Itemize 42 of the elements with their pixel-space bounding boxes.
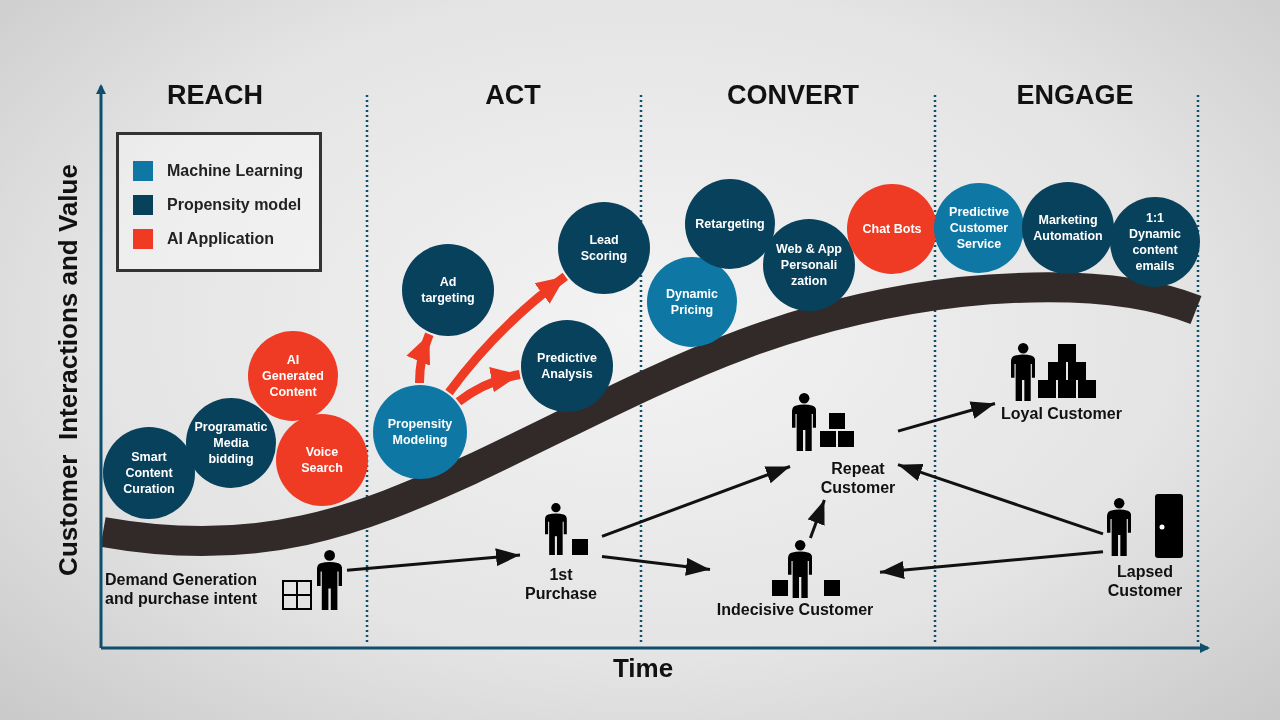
arrow (445, 272, 568, 396)
legend-label: Machine Learning (167, 161, 304, 181)
stage-label: Loyal Customer (1000, 404, 1123, 423)
circle-label: Voice Search (300, 444, 344, 476)
stage-label: Indecisive Customer (715, 600, 875, 619)
arrow (346, 548, 521, 572)
stage-label: 1st Purchase (523, 565, 598, 603)
circle-label: Lead Scoring (579, 232, 629, 264)
arrow (897, 401, 996, 433)
circle-label: Dynamic Pricing (664, 286, 720, 318)
circle-label: Programatic Media bidding (193, 419, 269, 467)
stage-label: Demand Generation and purchase intent (105, 570, 259, 608)
phase-heading: ACT (485, 80, 541, 111)
circle-label: AI Generated Content (261, 352, 325, 400)
circle-label: Chat Bots (861, 221, 923, 237)
arrow (601, 555, 711, 576)
arrow (601, 465, 791, 538)
arrow (807, 499, 826, 539)
stage-label: Repeat Customer (819, 459, 897, 497)
legend-label: Propensity model (167, 195, 302, 215)
technique-circle (276, 414, 368, 506)
arrow (897, 463, 1104, 536)
circle-label: Web & App Personali zation (775, 241, 843, 289)
axis-title: Customer Interactions and Value (52, 164, 84, 576)
circle-label: Retargeting (694, 216, 766, 232)
circle-label: Propensity Modeling (386, 416, 454, 448)
circle-label: Ad targeting (420, 274, 476, 306)
arrow (406, 332, 434, 384)
circle-label: Smart Content Curation (122, 449, 176, 497)
circle-label: 1:1 Dynamic content emails (1127, 210, 1183, 274)
phase-heading: CONVERT (727, 80, 859, 111)
circle-label: Predictive Customer Service (948, 204, 1010, 252)
phase-heading: REACH (167, 80, 263, 111)
circle-label: Marketing Automation (1032, 212, 1104, 244)
arrow (455, 367, 521, 406)
circle-label: Predictive Analysis (536, 350, 598, 382)
stage-label: Lapsed Customer (1106, 562, 1184, 600)
axis-title: Time (612, 652, 674, 684)
phase-heading: ENGAGE (1016, 80, 1134, 111)
legend-label: AI Application (167, 229, 274, 249)
technique-circle (934, 183, 1024, 273)
arrow (879, 550, 1104, 579)
